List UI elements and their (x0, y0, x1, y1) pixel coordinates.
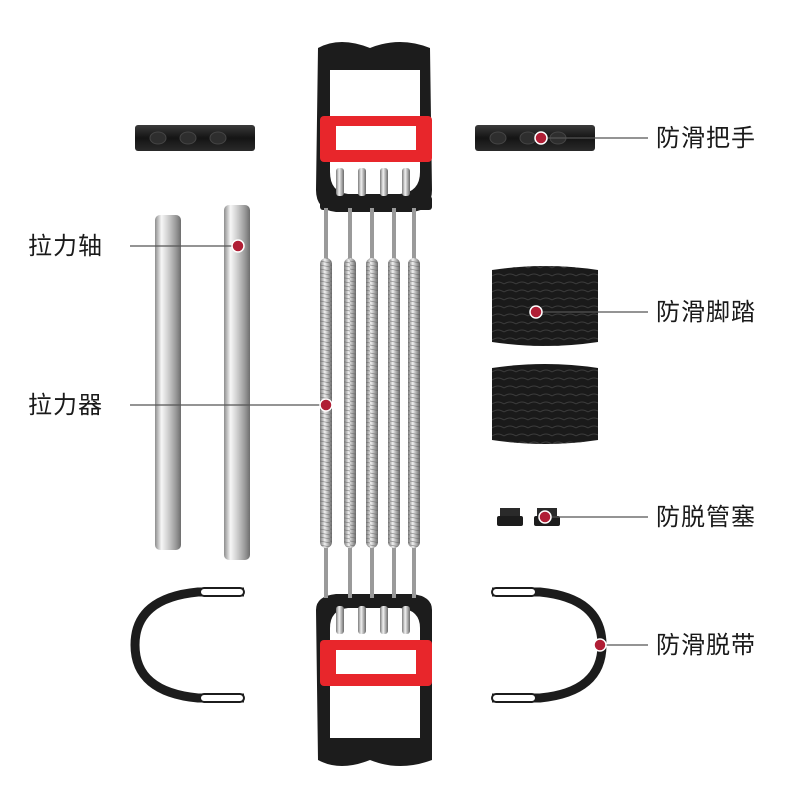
spring-hook (348, 546, 352, 598)
marker-dot-plug (538, 510, 552, 524)
pedal-top (492, 266, 598, 346)
shaft-left (155, 215, 181, 550)
marker-dot-pedal (529, 305, 543, 319)
spring-coil (388, 258, 400, 548)
spring-coil (366, 258, 378, 548)
connector-coil (336, 606, 344, 634)
handle-black-left (135, 125, 255, 151)
springs (320, 168, 420, 634)
marker-dots (231, 131, 607, 652)
pedal-bottom (492, 364, 598, 444)
marker-dot-shaft (231, 239, 245, 253)
marker-dot-strap (593, 638, 607, 652)
leader-lines (130, 137, 648, 646)
strap-right (492, 587, 607, 703)
spring-hook (412, 546, 416, 598)
label-pull-shaft: 拉力轴 (28, 232, 103, 260)
bottom-handle (316, 594, 432, 766)
connector-coil (358, 168, 366, 196)
plug-left (497, 508, 523, 526)
marker-dot-handle (534, 131, 548, 145)
label-anti-drop-plug: 防脱管塞 (656, 503, 756, 531)
spring-hook (392, 208, 396, 260)
label-anti-slip-strap: 防滑脱带 (656, 631, 756, 659)
connector-coil (402, 606, 410, 634)
label-expander: 拉力器 (28, 391, 103, 419)
spring-hook (370, 546, 374, 598)
shaft-right (224, 205, 250, 560)
label-anti-slip-handle: 防滑把手 (656, 124, 756, 152)
top-handle (316, 42, 432, 212)
marker-dot-expander (319, 398, 333, 412)
connector-coil (380, 606, 388, 634)
connector-coil (358, 606, 366, 634)
spring-coil (408, 258, 420, 548)
connector-coil (380, 168, 388, 196)
label-anti-slip-pedal: 防滑脚踏 (656, 298, 756, 326)
spring-hook (324, 208, 328, 260)
connector-coil (336, 168, 344, 196)
spring-hook (412, 208, 416, 260)
spring-coil (344, 258, 356, 548)
spring-hook (370, 208, 374, 260)
connector-coil (402, 168, 410, 196)
strap-left (130, 587, 244, 703)
spring-hook (392, 546, 396, 598)
spring-hook (348, 208, 352, 260)
spring-hook (324, 546, 328, 598)
